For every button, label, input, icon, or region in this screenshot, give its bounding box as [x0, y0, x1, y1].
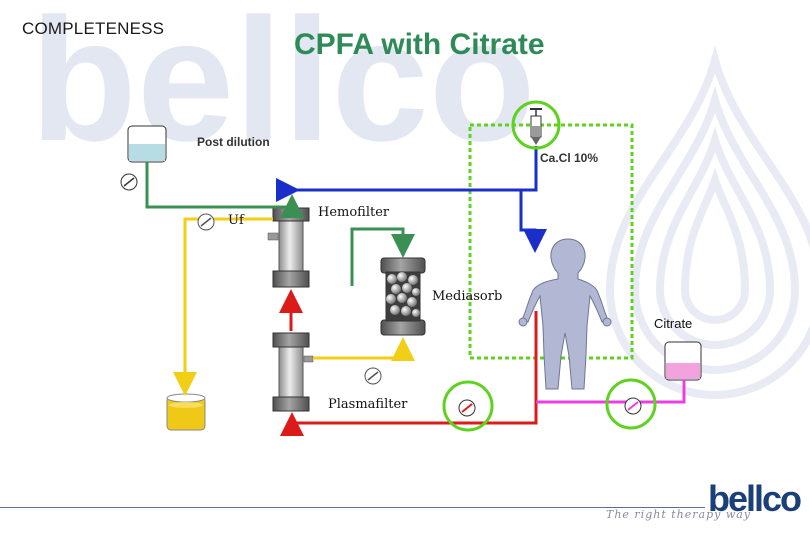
bellco-logo: bellco: [708, 478, 802, 519]
yellow-media-return-line: [313, 337, 415, 361]
plasma-pump-icon: [364, 367, 382, 385]
waste-container-icon: [166, 393, 206, 431]
uf-line: [173, 217, 273, 396]
label-hemofilter: Hemofilter: [318, 205, 390, 220]
uf-pump-icon: [197, 213, 215, 231]
blue-to-patient-line: [519, 190, 547, 253]
watermark: bellco: [30, 0, 810, 399]
label-uf: Uf: [228, 213, 245, 228]
label-plasmafilter: Plasmafilter: [328, 397, 408, 412]
watermark-drop-icon: [605, 45, 810, 399]
svg-text:bellco: bellco: [30, 0, 536, 178]
footer-divider: [0, 507, 705, 508]
highlight-ring-blood-pump: [442, 380, 494, 432]
plasmafilter-icon: [272, 332, 314, 412]
green-hemo-media-line: [350, 227, 415, 286]
page-title: CPFA with Citrate: [294, 28, 545, 61]
highlight-ring-syringe: [511, 100, 561, 150]
red-blood-line: [280, 311, 538, 436]
section-label: COMPLETENESS: [22, 19, 165, 38]
label-citrate: Citrate: [654, 316, 692, 331]
citrate-bag-icon: [664, 341, 702, 381]
post-dilution-pump-icon: [120, 173, 138, 191]
post-dilution-line: [145, 162, 304, 218]
label-cacl: Ca.Cl 10%: [540, 151, 598, 165]
hemofilter-icon: [267, 207, 310, 288]
magenta-citrate-line: [536, 380, 686, 404]
patient-body-icon: [518, 238, 612, 390]
citrate-pump-icon: [624, 397, 642, 415]
label-mediasorb: Mediasorb: [432, 289, 502, 304]
highlight-rings: [442, 100, 657, 432]
mediasorb-cartridge-icon: [380, 257, 426, 336]
blue-return-line: [276, 146, 538, 202]
cacl-syringe-icon: [530, 108, 542, 145]
label-post-dilution: Post dilution: [197, 135, 270, 149]
blood-pump-icon: [458, 399, 476, 417]
post-dilution-bag-icon: [127, 125, 167, 163]
tagline: The right therapy way: [606, 508, 752, 521]
highlight-ring-citrate-pump: [605, 378, 657, 430]
